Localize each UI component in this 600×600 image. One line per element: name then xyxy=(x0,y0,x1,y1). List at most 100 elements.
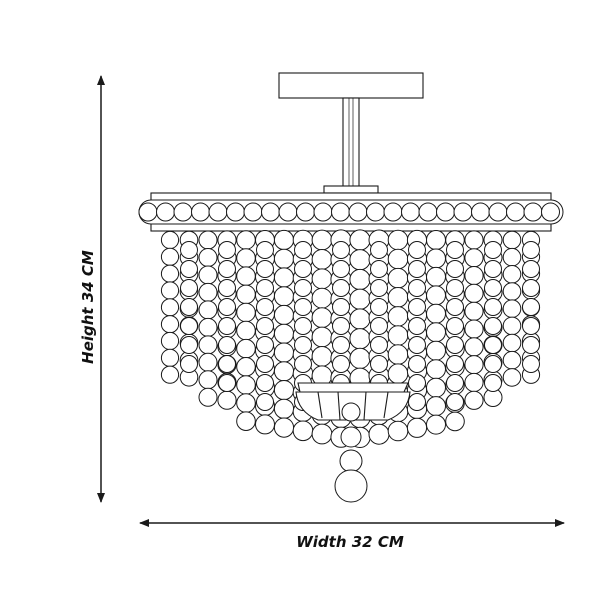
rod-collar xyxy=(323,185,379,194)
strand-bead xyxy=(236,411,256,432)
strand-bead xyxy=(484,374,502,392)
strand-bead xyxy=(236,284,256,305)
strand-bead xyxy=(387,229,409,251)
strand-bead xyxy=(236,230,256,250)
chandelier-fixture xyxy=(138,72,564,503)
strand-bead xyxy=(273,361,295,382)
strand-bead xyxy=(502,265,522,284)
strand-bead xyxy=(446,355,464,373)
ring-bead xyxy=(506,202,525,222)
ring-bead xyxy=(453,202,473,222)
strand-bead xyxy=(236,393,256,413)
strand-bead xyxy=(502,230,522,250)
strand-bead xyxy=(349,229,371,251)
strand-bead xyxy=(311,287,333,309)
strand-bead xyxy=(160,247,180,266)
strand-bead xyxy=(332,336,350,354)
strand-bead xyxy=(426,248,446,269)
strand-bead xyxy=(311,423,333,445)
strand-bead xyxy=(311,229,333,251)
strand-bead xyxy=(502,282,522,301)
strand-bead xyxy=(426,414,446,435)
strand-bead xyxy=(218,279,236,297)
strand-bead xyxy=(464,337,484,357)
strand-bead xyxy=(332,260,350,278)
strand-bead xyxy=(273,398,295,419)
strand-bead xyxy=(332,317,350,335)
strand-bead xyxy=(273,229,295,251)
strand-bead xyxy=(294,298,312,316)
strand-bead xyxy=(311,307,333,329)
strand-bead xyxy=(294,336,312,354)
strand-bead xyxy=(522,279,540,297)
strand-bead xyxy=(256,317,274,335)
strand-bead xyxy=(370,298,388,316)
strand-bead xyxy=(218,374,236,392)
strand-bead xyxy=(502,247,522,267)
strand-bead xyxy=(387,363,409,385)
strand-bead xyxy=(387,344,409,365)
ring-bead xyxy=(243,202,263,222)
strand-bead xyxy=(502,333,522,353)
strand-bead xyxy=(522,355,540,373)
strand-bead xyxy=(502,368,522,387)
strand-bead xyxy=(294,317,312,335)
strand-bead xyxy=(370,355,388,373)
strand-bead xyxy=(236,357,256,377)
ring-bead xyxy=(156,202,175,222)
strand-bead xyxy=(426,303,446,324)
strand-bead xyxy=(502,299,522,319)
strand-bead xyxy=(160,264,180,283)
strand-bead xyxy=(408,298,426,316)
strand-bead xyxy=(255,414,275,435)
ring-bead xyxy=(488,202,508,222)
strand-bead xyxy=(198,335,218,355)
strand-bead xyxy=(273,267,295,288)
strand-bead xyxy=(180,336,198,354)
strand-bead xyxy=(198,370,218,390)
strand-bead xyxy=(273,286,295,307)
strand-bead xyxy=(273,342,295,363)
strand-bead xyxy=(387,267,409,289)
strand-bead xyxy=(180,355,198,373)
strand-bead xyxy=(522,336,540,354)
strand-bead xyxy=(464,301,484,321)
strand-bead xyxy=(370,279,388,297)
strand-bead xyxy=(180,298,198,316)
strand-bead xyxy=(292,420,314,442)
strand-bead xyxy=(370,336,388,354)
strand-bead xyxy=(446,279,464,297)
ring-bead xyxy=(261,202,280,222)
strand-bead xyxy=(294,241,312,259)
strand-bead xyxy=(198,300,218,320)
strand-bead xyxy=(236,338,256,359)
strand-bead xyxy=(236,375,256,395)
strand-bead xyxy=(446,336,464,354)
strand-bead xyxy=(426,266,446,287)
strand-bead xyxy=(370,260,388,278)
strand-bead xyxy=(445,411,465,432)
strand-bead xyxy=(256,298,274,316)
strand-bead xyxy=(349,288,371,310)
strand-bead xyxy=(406,417,428,438)
strand-bead xyxy=(332,241,350,259)
strand-bead xyxy=(256,279,274,297)
strand-bead xyxy=(311,268,333,290)
strand-bead xyxy=(332,355,350,373)
strand-bead xyxy=(446,241,464,259)
strand-bead xyxy=(464,372,484,393)
strand-bead xyxy=(446,393,464,411)
strand-bead xyxy=(311,326,333,348)
strand-bead xyxy=(484,336,502,354)
strand-bead xyxy=(273,417,295,438)
strand-bead xyxy=(368,423,390,445)
strand-bead xyxy=(502,316,522,336)
strand-bead xyxy=(408,393,426,411)
strand-bead xyxy=(198,282,218,302)
strand-bead xyxy=(484,260,502,278)
ring-bead xyxy=(418,202,438,222)
strand-bead xyxy=(198,230,218,250)
strand-bead xyxy=(160,315,180,334)
strand-bead xyxy=(294,260,312,278)
strand-bead xyxy=(180,279,198,297)
